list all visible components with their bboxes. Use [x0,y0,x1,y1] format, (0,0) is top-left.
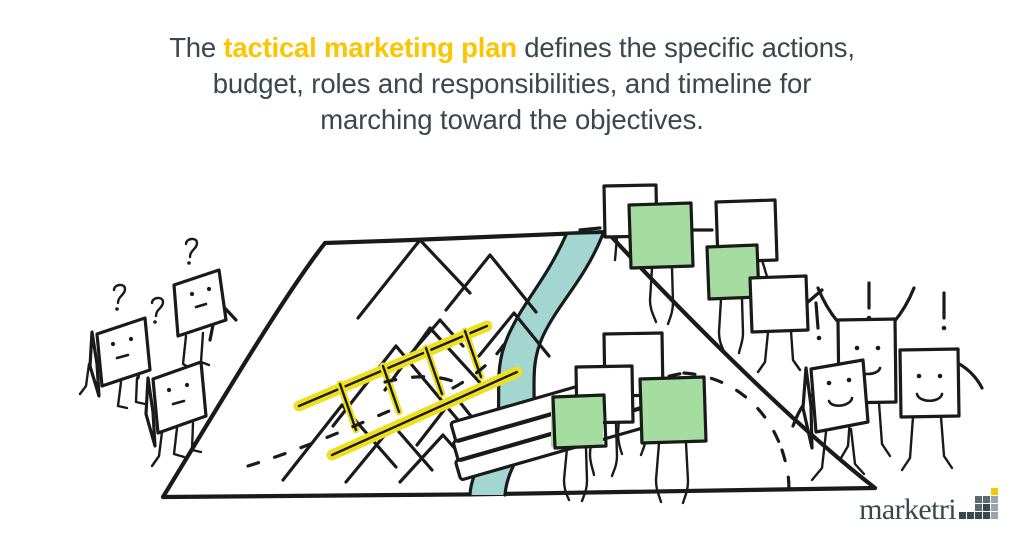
illustration-hand-drawn-map: .ink { fill:none; stroke:#1a1a1a; stroke… [0,150,1024,537]
character-marching-8-complete [551,393,608,503]
marching-characters-middle [551,183,824,505]
character-marching-9-complete [638,375,708,505]
exclamation-mark-2 [866,281,872,321]
character-confused-3 [172,237,238,370]
character-confused-1 [78,283,152,410]
headline-line-2: budget, roles and responsibilities, and … [212,68,812,99]
confused-characters-left [78,237,238,468]
character-marching-5 [748,274,824,374]
character-confused-2 [144,296,208,468]
illustration-svg: .ink { fill:none; stroke:#1a1a1a; stroke… [78,183,984,505]
exclamation-mark-1 [814,301,822,341]
headline-line-1: The tactical marketing plan defines the … [112,30,912,66]
question-mark-2 [150,296,165,324]
question-mark-1 [112,283,127,311]
logo-pixel-mark-icon [959,488,998,519]
headline-line-3: marching toward the objectives. [320,104,704,135]
headline-highlight: tactical marketing plan [223,32,517,63]
brand-logo[interactable]: marketri [859,483,1002,525]
character-marching-2-complete [627,201,714,326]
headline-text-before: The [169,32,224,63]
character-celebrating-3 [898,291,984,472]
exclamation-mark-3 [941,291,947,331]
logo-wordmark: marketri [859,493,956,526]
page-title: The tactical marketing plan defines the … [112,30,912,138]
headline-text-after: defines the specific actions, [516,32,855,63]
mountain-range [281,238,551,484]
character-celebrating-1 [791,301,870,482]
yellow-ladder [293,320,523,461]
celebrating-characters-right [791,281,984,482]
question-mark-3 [184,237,199,265]
